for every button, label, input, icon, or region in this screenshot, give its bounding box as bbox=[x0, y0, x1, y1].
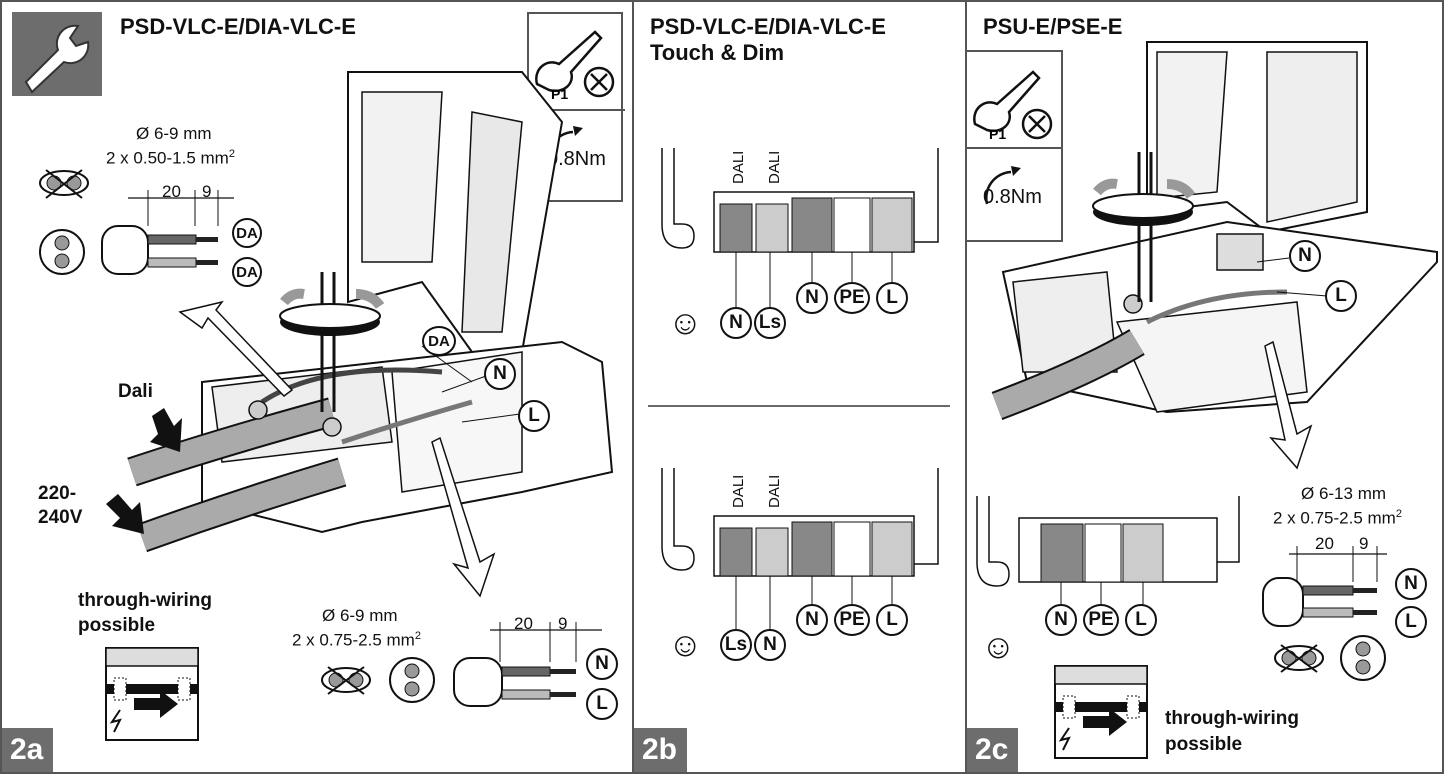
strip-length-top-2: 9 bbox=[202, 182, 212, 201]
terminal-n: N bbox=[720, 307, 752, 339]
smiley-icon: ☺ bbox=[668, 626, 703, 664]
strip-length-bottom-2: 9 bbox=[558, 614, 568, 633]
strip-length: 20 bbox=[1315, 534, 1334, 553]
terminal-da-1: DA bbox=[232, 218, 262, 248]
panel-2c-drawing bbox=[976, 41, 1438, 759]
callout-l: L bbox=[518, 400, 550, 432]
section-spec-bottom: 2 x 0.75-2.5 mm2 bbox=[292, 630, 421, 650]
strip-length-2: 9 bbox=[1359, 534, 1369, 553]
diameter-spec: Ø 6-13 mm bbox=[1301, 484, 1387, 503]
panel-title: PSD-VLC-E/DIA-VLC-E bbox=[120, 14, 356, 39]
terminal-da-2: DA bbox=[232, 257, 262, 287]
dali-label-2: DALI bbox=[766, 150, 783, 184]
torque-label: 0.8Nm bbox=[983, 186, 1042, 208]
terminal-n-mains: N bbox=[796, 604, 828, 636]
torque-label: 0.8Nm bbox=[547, 148, 606, 170]
dali-label-3: DALI bbox=[730, 474, 747, 508]
section-spec-top: 2 x 0.50-1.5 mm2 bbox=[106, 148, 235, 168]
smiley-icon: ☺ bbox=[981, 628, 1016, 666]
terminal-n-mains: N bbox=[796, 282, 828, 314]
mains-cable-label: 220- 240V bbox=[38, 483, 83, 528]
terminal-n: N bbox=[1045, 604, 1077, 636]
terminal-pe: PE bbox=[834, 282, 870, 314]
panel-title: PSU-E/PSE-E bbox=[983, 14, 1123, 39]
callout-l: L bbox=[1325, 280, 1357, 312]
panel-tag: 2c bbox=[967, 728, 1019, 772]
wrench-icon bbox=[12, 12, 102, 96]
terminal-ls: Ls bbox=[720, 629, 752, 661]
panel-2b: PSD-VLC-E/DIA-VLC-E Touch & Dim DALI DAL… bbox=[632, 0, 967, 774]
panel-tag: 2b bbox=[634, 728, 688, 772]
callout-n: N bbox=[484, 358, 516, 390]
bit-size-label: P1 bbox=[989, 126, 1007, 142]
dali-label-1: DALI bbox=[730, 150, 747, 184]
terminal-l: L bbox=[876, 604, 908, 636]
terminal-pe: PE bbox=[1083, 604, 1119, 636]
terminal-n: N bbox=[754, 629, 786, 661]
callout-n: N bbox=[1289, 240, 1321, 272]
terminal-l: L bbox=[1395, 606, 1427, 638]
dali-label-4: DALI bbox=[766, 474, 783, 508]
dali-cable-label: Dali bbox=[118, 381, 153, 402]
through-wiring-label: through-wiring possible bbox=[78, 590, 213, 636]
strip-length-top: 20 bbox=[162, 182, 181, 201]
diameter-spec-bottom: Ø 6-9 mm bbox=[322, 606, 398, 625]
panel-title: PSD-VLC-E/DIA-VLC-E Touch & Dim bbox=[650, 14, 886, 65]
panel-tag: 2a bbox=[2, 728, 54, 772]
terminal-block-drawings bbox=[648, 148, 950, 630]
terminal-pe: PE bbox=[834, 604, 870, 636]
panel-2a-drawing bbox=[39, 71, 614, 741]
terminal-l: L bbox=[876, 282, 908, 314]
callout-da: DA bbox=[422, 326, 456, 356]
strip-length-bottom: 20 bbox=[514, 614, 533, 633]
through-wiring-label: through-wiring possible bbox=[1165, 708, 1300, 755]
terminal-n: N bbox=[1395, 568, 1427, 600]
panel-2a: PSD-VLC-E/DIA-VLC-E P1 0.8Nm Ø 6-9 mm 2 … bbox=[0, 0, 634, 774]
terminal-ls: Ls bbox=[754, 307, 786, 339]
terminal-l: L bbox=[586, 688, 618, 720]
smiley-icon: ☺ bbox=[668, 304, 703, 342]
terminal-n: N bbox=[586, 648, 618, 680]
tool-spec-box: P1 0.8Nm bbox=[967, 50, 1063, 242]
diameter-spec-top: Ø 6-9 mm bbox=[136, 124, 212, 143]
bit-size-label: P1 bbox=[551, 86, 569, 102]
terminal-l: L bbox=[1125, 604, 1157, 636]
panel-2c: PSU-E/PSE-E P1 0.8Nm bbox=[965, 0, 1444, 774]
section-spec: 2 x 0.75-2.5 mm2 bbox=[1273, 508, 1402, 528]
